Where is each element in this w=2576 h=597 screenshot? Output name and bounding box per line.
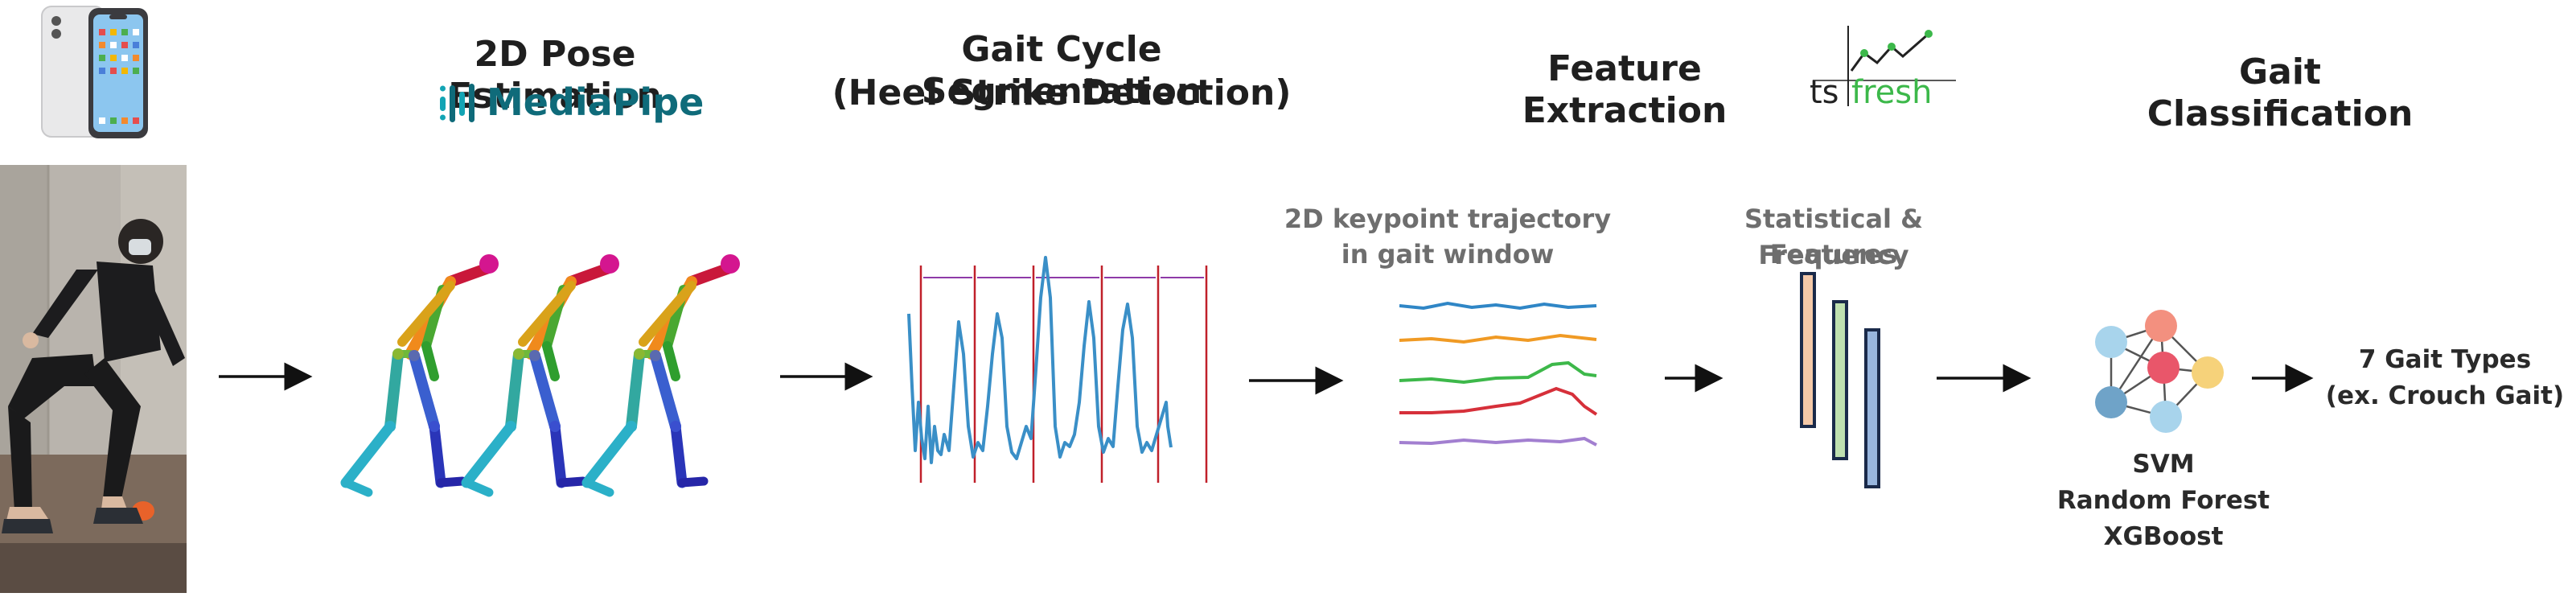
pose-skeleton: [340, 254, 499, 497]
trajectory-label-line1: 2D keypoint trajectory: [1284, 204, 1612, 234]
stat-features-label-line2: Features: [1769, 239, 1898, 270]
mediapipe-label: MediaPipe: [487, 80, 705, 124]
tsfresh-logo: ts fresh: [1808, 23, 1961, 111]
classifier-network-icon: [2095, 310, 2224, 433]
network-node: [2145, 310, 2177, 342]
tsfresh-label-ts: ts: [1810, 74, 1839, 111]
network-node: [2095, 386, 2127, 418]
model-random-forest: Random Forest: [2056, 486, 2270, 515]
network-node: [2150, 401, 2182, 433]
feature-stage-title: Feature Extraction: [1522, 48, 1728, 131]
heel-strike-lines: [919, 266, 1208, 483]
feature-vector-bar: [1832, 300, 1848, 460]
output-example: (ex. Crouch Gait): [2325, 381, 2565, 410]
mediapipe-logo: MediaPipe: [438, 79, 704, 127]
stat-features-label-line1: Statistical & Frequency: [1744, 204, 1924, 270]
tsfresh-label-fresh: fresh: [1851, 74, 1933, 111]
model-xgboost: XGBoost: [2103, 522, 2224, 551]
network-node: [2095, 326, 2127, 358]
segmentation-title-line1: Gait Cycle Segmentation: [921, 29, 1202, 112]
feature-vectors: [1800, 272, 1880, 488]
gait-cycle-signal-plot: [907, 256, 1208, 483]
trajectory-label-line2: in gait window: [1341, 239, 1555, 270]
segmentation-title-line2: (Heel Strike Detection): [832, 72, 1292, 113]
model-svm: SVM: [2132, 450, 2195, 479]
classification-stage-title: Gait Classification: [2147, 51, 2414, 134]
walking-subject-photo: [0, 165, 187, 593]
feature-vector-bar: [1864, 328, 1880, 488]
keypoint-trajectory-plot: [1399, 301, 1598, 447]
pose-skeletons: [340, 241, 756, 515]
output-gait-types: 7 Gait Types: [2358, 345, 2532, 374]
network-node: [2192, 356, 2224, 389]
pose-stage-title: 2D Pose Estimation: [448, 34, 662, 117]
tsfresh-logo-icon: [1813, 26, 1956, 106]
mediapipe-logo-icon: [440, 84, 475, 122]
network-node: [2147, 352, 2180, 384]
smartphone: [39, 5, 151, 142]
feature-vector-bar: [1800, 272, 1816, 428]
heel-strike-signal: [907, 256, 1173, 464]
smartphone-icon: [41, 6, 148, 138]
